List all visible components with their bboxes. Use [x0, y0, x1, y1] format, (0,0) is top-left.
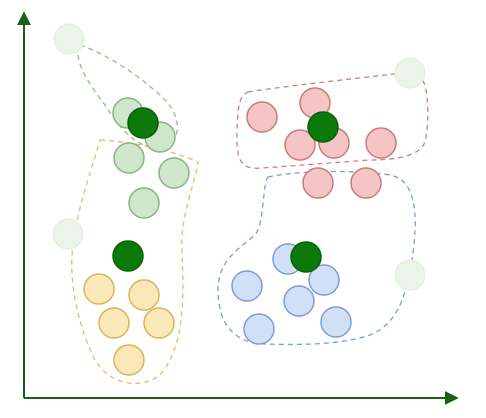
red-cluster-boundary	[236, 71, 429, 169]
red-cluster-points	[246, 87, 397, 199]
yellow-point	[128, 279, 160, 311]
centroid-point	[307, 111, 339, 143]
red-point	[302, 167, 334, 199]
red-point	[365, 127, 397, 159]
yellow-cluster-boundary	[71, 139, 199, 385]
ghost-point	[53, 23, 85, 55]
yellow-point	[143, 307, 175, 339]
red-point	[284, 129, 316, 161]
blue-point	[243, 313, 275, 345]
blue-point	[308, 264, 340, 296]
blue-cluster-points	[231, 243, 352, 345]
ghost-points	[52, 23, 426, 291]
ghost-point	[52, 218, 84, 250]
centroid-point	[112, 240, 144, 272]
blue-cluster-boundary	[217, 170, 416, 346]
green-point	[128, 187, 160, 219]
red-point	[350, 167, 382, 199]
yellow-point	[113, 344, 145, 376]
centroid-point	[127, 107, 159, 139]
centroid-point	[290, 241, 322, 273]
centroids	[112, 107, 339, 273]
red-point	[246, 101, 278, 133]
blue-point	[320, 306, 352, 338]
yellow-point	[98, 307, 130, 339]
green-cluster-points	[112, 97, 190, 219]
green-point	[113, 142, 145, 174]
ghost-point	[394, 57, 426, 89]
blue-point	[231, 270, 263, 302]
green-point	[158, 157, 190, 189]
ghost-point	[394, 259, 426, 291]
yellow-cluster-points	[83, 273, 175, 376]
blue-point	[283, 285, 315, 317]
yellow-point	[83, 273, 115, 305]
